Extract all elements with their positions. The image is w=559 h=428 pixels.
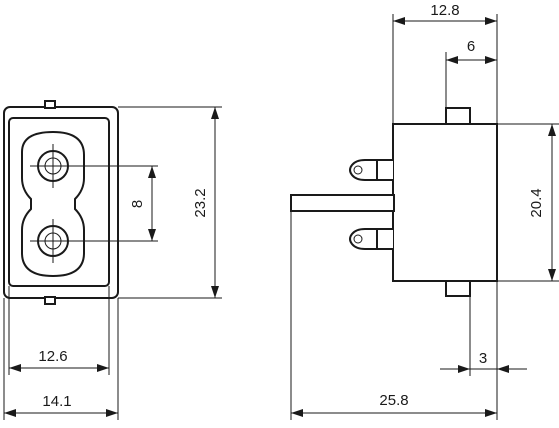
side-flange-label: 3 [479, 350, 487, 367]
front-bottom-tab [44, 296, 56, 305]
front-inner-width-label: 12.6 [38, 348, 67, 365]
dimension-front-inner-width [8, 286, 110, 375]
side-main-body [392, 123, 498, 282]
dimension-side-body-height [497, 123, 559, 282]
front-view: 8 23.2 12.6 14.1 [3, 100, 222, 420]
figure-eight-socket-outline [21, 130, 85, 278]
side-insert-protrusion [290, 194, 395, 212]
pin-spacing-label: 8 [129, 200, 146, 208]
dimension-side-top-offset [445, 52, 497, 108]
side-view: 12.8 6 20.4 3 [290, 2, 559, 420]
front-inner-body [8, 117, 110, 287]
front-outer-flange [3, 106, 119, 299]
dimension-side-top-width [392, 14, 498, 124]
lower-pin [30, 219, 76, 263]
dimension-front-outer-width [3, 298, 119, 420]
lower-solder-terminal [349, 228, 393, 250]
side-top-offset-label: 6 [467, 38, 475, 55]
side-body-height-label: 20.4 [528, 188, 545, 217]
dimension-side-total-length [290, 211, 497, 420]
front-outer-width-label: 14.1 [42, 393, 71, 410]
dimension-side-flange [440, 281, 527, 420]
front-height-label: 23.2 [192, 188, 209, 217]
front-top-tab [44, 100, 56, 109]
dimension-pin-spacing [76, 165, 158, 242]
upper-pin [30, 144, 76, 188]
dimension-front-height [118, 106, 222, 299]
side-total-length-label: 25.8 [379, 392, 408, 409]
side-top-width-label: 12.8 [430, 2, 459, 19]
upper-solder-terminal [349, 159, 393, 181]
